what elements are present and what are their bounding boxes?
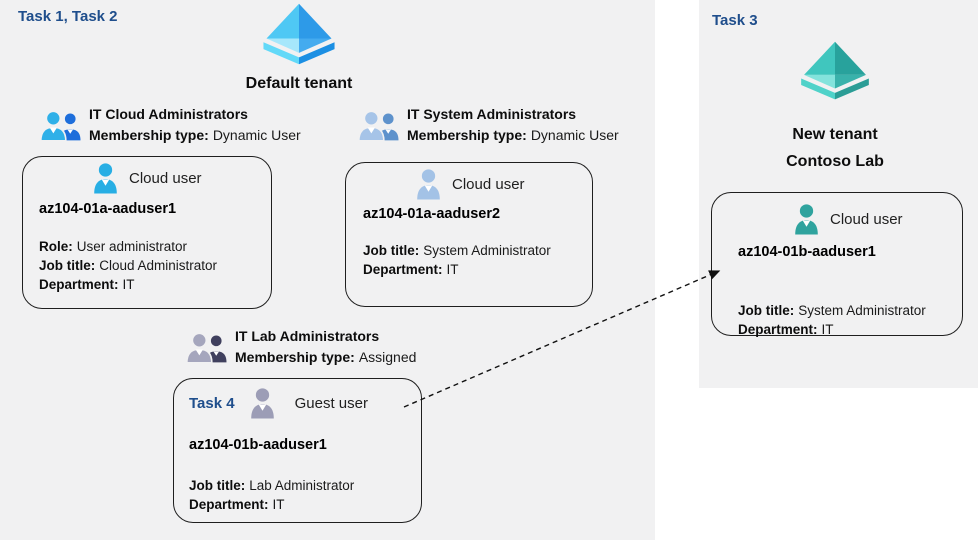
guest-user-card: Task 4 Guest user az104-01b-aaduser1 Job…	[173, 378, 422, 523]
contoso-cloud-user-card: Cloud user az104-01b-aaduser1 Job title:…	[711, 192, 963, 339]
field-value: Lab Administrator	[249, 478, 355, 493]
group-icon	[186, 332, 227, 364]
membership-label: Membership type:	[235, 349, 355, 365]
field-value: User administrator	[76, 239, 188, 254]
membership-value: Dynamic User	[530, 127, 619, 143]
field-label: Department:	[738, 322, 818, 337]
field-department: Department:IT	[39, 275, 217, 294]
membership-label: Membership type:	[407, 127, 527, 143]
group-name: IT Cloud Administrators	[89, 106, 248, 122]
field-role: Role:User administrator	[39, 237, 217, 256]
group-membership: Membership type:Assigned	[235, 349, 416, 365]
field-job-title: Job title:System Administrator	[363, 241, 551, 260]
user-type-label: Cloud user	[129, 170, 202, 187]
field-value: IT	[122, 277, 135, 292]
new-tenant-name: New tenant Contoso Lab	[703, 121, 967, 175]
user-fields: Job title:Lab Administrator Department:I…	[189, 476, 354, 514]
field-department: Department:IT	[363, 260, 551, 279]
default-tenant-panel	[0, 0, 655, 540]
field-job-title: Job title:System Administrator	[738, 301, 926, 320]
field-value: IT	[272, 497, 285, 512]
group-it-system-administrators: IT System Administrators Membership type…	[358, 106, 619, 143]
cloud-user-icon	[94, 163, 117, 194]
task-3-label: Task 3	[712, 12, 758, 29]
field-value: IT	[821, 322, 834, 337]
field-label: Department:	[39, 277, 119, 292]
field-label: Job title:	[39, 258, 96, 273]
group-membership: Membership type:Dynamic User	[407, 127, 619, 143]
field-label: Role:	[39, 239, 73, 254]
field-department: Department:IT	[738, 320, 926, 339]
guest-user-icon	[250, 388, 274, 419]
user-type-label: Cloud user	[830, 211, 903, 228]
username: az104-01b-aaduser1	[189, 437, 327, 453]
group-name: IT Lab Administrators	[235, 328, 380, 344]
membership-value: Assigned	[358, 349, 417, 365]
user-fields: Job title:System Administrator Departmen…	[738, 301, 926, 339]
user-fields: Job title:System Administrator Departmen…	[363, 241, 551, 279]
username: az104-01a-aaduser2	[363, 206, 501, 222]
field-job-title: Job title:Lab Administrator	[189, 476, 354, 495]
azure-ad-tenant-icon	[263, 3, 335, 65]
field-label: Job title:	[363, 243, 420, 258]
new-tenant-name-line2: Contoso Lab	[786, 153, 884, 170]
user-card-aaduser1: Cloud user az104-01a-aaduser1 Role:User …	[22, 156, 272, 309]
user-type-label: Guest user	[294, 395, 368, 412]
field-value: System Administrator	[423, 243, 551, 258]
field-label: Department:	[363, 262, 443, 277]
default-tenant-name: Default tenant	[245, 75, 353, 92]
cloud-user-icon	[795, 204, 818, 235]
field-department: Department:IT	[189, 495, 354, 514]
membership-value: Dynamic User	[212, 127, 301, 143]
contoso-tenant-icon	[801, 41, 869, 100]
username: az104-01a-aaduser1	[39, 201, 177, 217]
group-icon	[358, 110, 399, 142]
group-membership: Membership type:Dynamic User	[89, 127, 301, 143]
username: az104-01b-aaduser1	[738, 244, 876, 260]
cloud-user-icon	[417, 169, 440, 200]
membership-label: Membership type:	[89, 127, 209, 143]
task-4-label: Task 4	[189, 395, 235, 412]
user-card-aaduser2: Cloud user az104-01a-aaduser2 Job title:…	[345, 162, 593, 307]
field-label: Job title:	[189, 478, 246, 493]
field-value: IT	[446, 262, 459, 277]
task-1-2-label: Task 1, Task 2	[18, 8, 118, 25]
group-it-cloud-administrators: IT Cloud Administrators Membership type:…	[40, 106, 301, 143]
user-type-label: Cloud user	[452, 176, 525, 193]
new-tenant-name-line1: New tenant	[792, 126, 878, 143]
field-label: Job title:	[738, 303, 795, 318]
group-it-lab-administrators: IT Lab Administrators Membership type:As…	[186, 328, 416, 365]
field-value: Cloud Administrator	[99, 258, 218, 273]
field-job-title: Job title:Cloud Administrator	[39, 256, 217, 275]
group-icon	[40, 110, 81, 142]
group-name: IT System Administrators	[407, 106, 577, 122]
user-fields: Role:User administrator Job title:Cloud …	[39, 237, 217, 294]
field-label: Department:	[189, 497, 269, 512]
field-value: System Administrator	[798, 303, 926, 318]
